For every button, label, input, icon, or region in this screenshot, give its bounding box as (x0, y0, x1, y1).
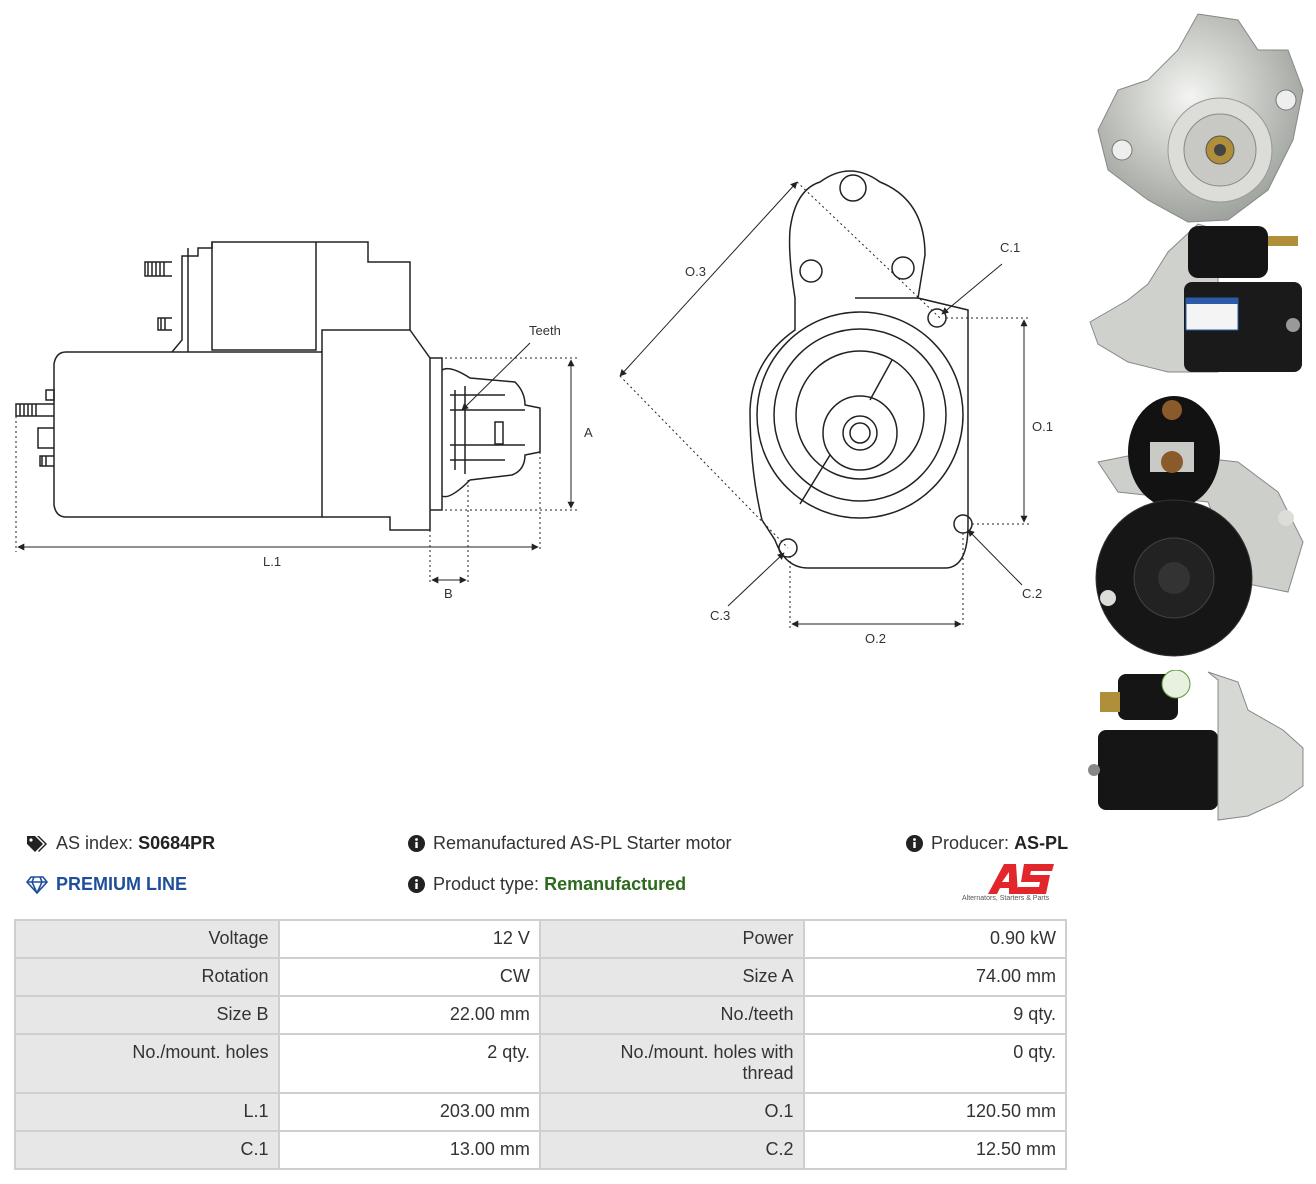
spec-value: 0.90 kW (802, 919, 1068, 959)
table-row: No./mount. holes 2 qty. No./mount. holes… (14, 1033, 1068, 1094)
table-row: Voltage 12 V Power 0.90 kW (14, 919, 1068, 959)
spec-label: No./mount. holes with thread (538, 1033, 805, 1094)
spec-value: 12.50 mm (802, 1130, 1068, 1170)
as-pl-logo: AS Alternators, Starters & Parts (962, 862, 1068, 906)
product-type-row: Product type: Remanufactured (408, 874, 686, 895)
spec-value: 22.00 mm (277, 995, 541, 1035)
spec-label: Rotation (14, 957, 280, 997)
spec-label: L.1 (14, 1092, 280, 1132)
spec-label: C.2 (538, 1130, 805, 1170)
as-index-label: AS index: (56, 833, 134, 853)
dim-label-l1: L.1 (263, 554, 281, 569)
spec-label: No./mount. holes (14, 1033, 280, 1094)
dim-label-teeth: Teeth (529, 323, 561, 338)
as-logo-mark: AS (988, 864, 1054, 894)
table-row: C.1 13.00 mm C.2 12.50 mm (14, 1130, 1068, 1170)
technical-drawing: Teeth A L.1 B O.3 C.1 O.1 C.2 C.3 O.2 (15, 170, 1053, 646)
producer-label: Producer: (931, 833, 1010, 853)
dim-label-c1: C.1 (1000, 240, 1020, 255)
as-index-row: AS index: S0684PR (26, 833, 215, 854)
spec-label: Power (538, 919, 805, 959)
premium-line-row: PREMIUM LINE (26, 874, 187, 895)
spec-value: CW (277, 957, 541, 997)
spec-value: 12 V (277, 919, 541, 959)
table-row: Rotation CW Size A 74.00 mm (14, 957, 1068, 997)
dim-label-o3: O.3 (685, 264, 706, 279)
product-photo-top[interactable] (1088, 670, 1306, 828)
starter-side-view (15, 241, 541, 531)
dim-label-o1: O.1 (1032, 419, 1053, 434)
logo-tagline: Alternators, Starters & Parts (962, 895, 1050, 902)
dim-label-o2: O.2 (865, 631, 886, 646)
starter-front-view (749, 170, 973, 569)
spec-label: C.1 (14, 1130, 280, 1170)
producer-value: AS-PL (1014, 833, 1069, 853)
product-type-value: Remanufactured (544, 874, 687, 894)
diamond-icon (26, 875, 48, 894)
spec-value: 2 qty. (277, 1033, 541, 1094)
info-icon (906, 835, 923, 852)
spec-value: 9 qty. (802, 995, 1068, 1035)
description-text: Remanufactured AS-PL Starter motor (433, 833, 732, 853)
table-row: L.1 203.00 mm O.1 120.50 mm (14, 1092, 1068, 1132)
producer-row: Producer: AS-PL (906, 833, 1068, 854)
spec-label: Size B (14, 995, 280, 1035)
dim-label-b: B (444, 586, 453, 601)
info-icon (408, 876, 425, 893)
as-index-value: S0684PR (138, 833, 216, 853)
premium-line-label: PREMIUM LINE (56, 874, 188, 894)
spec-value: 203.00 mm (277, 1092, 541, 1132)
spec-value: 120.50 mm (802, 1092, 1068, 1132)
info-icon (408, 835, 425, 852)
spec-label: Size A (538, 957, 805, 997)
specification-table: Voltage 12 V Power 0.90 kW Rotation CW S… (14, 919, 1068, 1170)
product-photo-side[interactable] (1088, 222, 1306, 378)
description-row: Remanufactured AS-PL Starter motor (408, 833, 731, 854)
table-row: Size B 22.00 mm No./teeth 9 qty. (14, 995, 1068, 1035)
tags-icon (26, 835, 48, 853)
spec-label: No./teeth (538, 995, 805, 1035)
spec-value: 0 qty. (802, 1033, 1068, 1094)
spec-label: Voltage (14, 919, 280, 959)
product-type-label: Product type: (433, 874, 540, 894)
dim-label-a: A (584, 425, 593, 440)
product-photo-rear[interactable] (1088, 392, 1306, 658)
spec-label: O.1 (538, 1092, 805, 1132)
product-photo-front[interactable] (1088, 10, 1306, 224)
spec-value: 74.00 mm (802, 957, 1068, 997)
dim-label-c2: C.2 (1022, 586, 1042, 601)
dim-label-c3: C.3 (710, 608, 730, 623)
spec-value: 13.00 mm (277, 1130, 541, 1170)
